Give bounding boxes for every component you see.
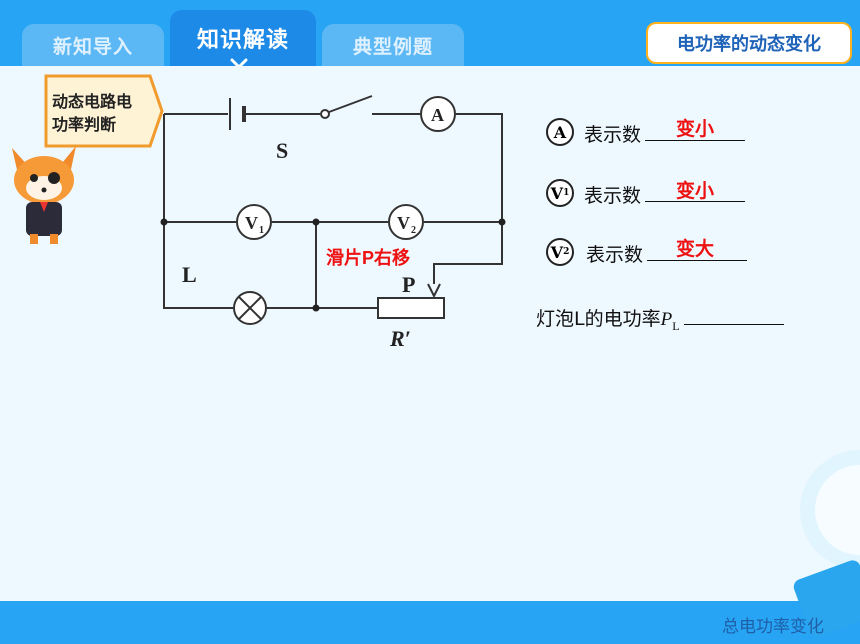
question-ammeter: 表示数 [584, 120, 746, 147]
callout-line-1: 动态电路电 [52, 92, 133, 111]
ammeter-badge-icon: A [546, 118, 574, 146]
circuit-diagram: S L P R′ A V 1 V 2 滑片P右移 [160, 95, 506, 351]
svg-text:1: 1 [259, 225, 264, 236]
switch-label: S [276, 138, 288, 163]
rheostat-label: R′ [389, 326, 411, 351]
q4-text: 灯泡L的电功率 [536, 308, 661, 330]
v1-label: V [245, 213, 258, 233]
lightbulb-icon [793, 450, 860, 637]
switch-icon [320, 95, 373, 119]
voltmeter-v1-icon [236, 204, 272, 240]
ammeter-label: A [431, 105, 444, 125]
slider-label: P [402, 272, 415, 297]
callout-line-2: 功率判断 [52, 115, 117, 134]
q2-text: 表示数 [584, 185, 642, 207]
q3-text: 表示数 [586, 244, 644, 266]
question-v2: 表示数 [586, 240, 748, 267]
rheostat-icon [377, 297, 445, 319]
callout-text: 动态电路电 功率判断 [52, 90, 164, 136]
q4-symbol-sub: L [672, 318, 680, 333]
lamp-icon [233, 291, 267, 325]
slider-arrow-icon [427, 283, 441, 299]
q2-meter: V [550, 183, 564, 203]
question-lamp-power: 灯泡L的电功率PL [536, 304, 784, 334]
tab-new-knowledge[interactable]: 新知导入 [22, 24, 164, 66]
question-v1: 表示数 [584, 181, 746, 208]
v2-label: V [397, 213, 410, 233]
q4-symbol: P [660, 309, 673, 330]
svg-text:2: 2 [411, 225, 416, 236]
q1-text: 表示数 [584, 124, 642, 146]
tab-bar: 新知导入 知识解读 典型例题 电功率的动态变化 [0, 0, 860, 70]
q1-meter: A [553, 122, 567, 142]
q3-meter-sub: 2 [563, 247, 570, 257]
q2-meter-sub: 1 [563, 188, 570, 198]
answer-ammeter: 变小 [676, 118, 715, 140]
slider-note: 滑片P右移 [326, 247, 410, 268]
q3-meter: V [550, 242, 564, 262]
callout-sign [44, 74, 164, 148]
lamp-label: L [182, 262, 197, 287]
content-panel [0, 66, 860, 601]
footer-link[interactable]: 总电功率变化 [722, 617, 824, 637]
answer-v2: 变大 [676, 238, 715, 260]
battery-icon [229, 98, 246, 130]
voltmeter-v2-icon [388, 204, 424, 240]
topic-title: 电功率的动态变化 [646, 22, 852, 64]
tab-typical-examples[interactable]: 典型例题 [322, 24, 464, 66]
answer-v1: 变小 [676, 180, 715, 202]
tab-knowledge-reading[interactable]: 知识解读 [170, 10, 316, 66]
ammeter-icon [420, 96, 456, 132]
fox-mascot-icon [12, 146, 76, 244]
